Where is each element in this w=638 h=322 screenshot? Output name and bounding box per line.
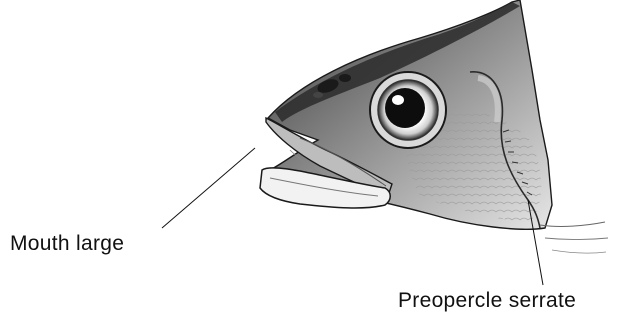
eye: [370, 72, 446, 148]
body-lines: [540, 222, 608, 253]
mouth-leader-line: [162, 148, 255, 228]
mouth-label: Mouth large: [10, 232, 124, 256]
preopercle-label: Preopercle serrate: [398, 289, 576, 313]
